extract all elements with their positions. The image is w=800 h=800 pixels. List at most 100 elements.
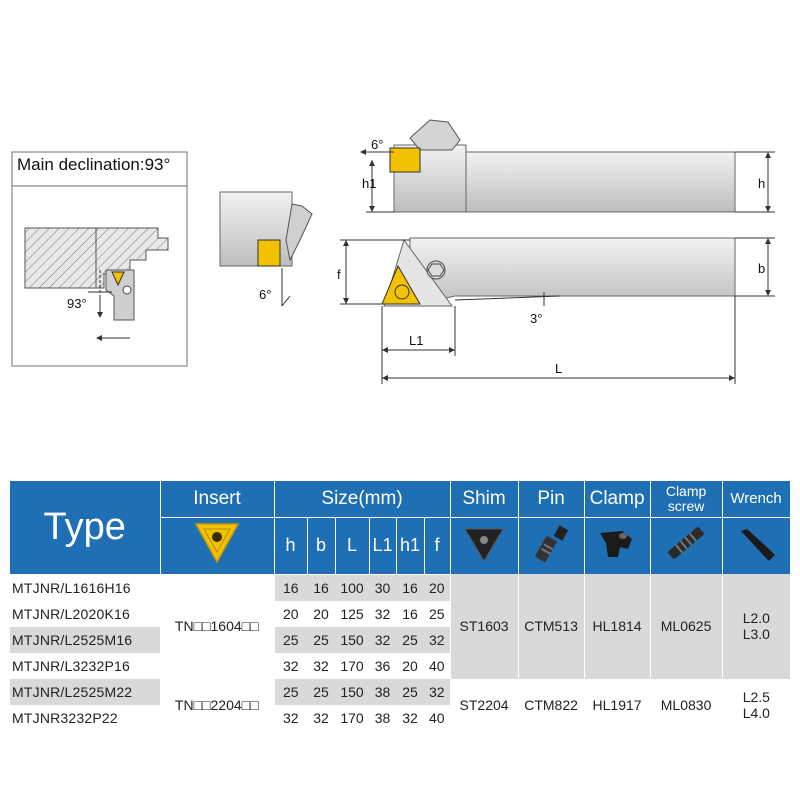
declination-label: Main declination:93° <box>17 155 171 174</box>
screw-cell-group1: ML0625 <box>650 574 723 679</box>
h-cell: 25 <box>273 626 307 653</box>
pin-cell-group1: CTM513 <box>518 574 585 679</box>
L1-cell: 38 <box>369 704 396 731</box>
f-cell: 25 <box>424 600 451 627</box>
table-row: MTJNR/L2525M16 25 25 150 32 25 32 <box>10 626 790 653</box>
shim-icon-cell <box>450 517 519 574</box>
table-row: MTJNR/L3232P16 32 32 170 36 20 40 <box>10 652 790 679</box>
panel-insert <box>111 271 125 287</box>
side-view-insert <box>257 239 281 267</box>
wrench-size-1: L2.5 <box>742 688 770 705</box>
clamp-screw-header-line1: Clamp <box>665 482 707 499</box>
insert-cell-group1: TN□□1604□□ <box>160 574 274 679</box>
b-cell: 16 <box>307 574 335 601</box>
insert-triangle-icon <box>194 523 240 564</box>
table-row: MTJNR3232P22 32 32 170 38 32 40 <box>10 704 790 731</box>
wrench-size-2: L3.0 <box>742 626 770 643</box>
dim-L-header: L <box>335 517 370 575</box>
L-cell: 150 <box>335 678 369 705</box>
angle-3-label: 3° <box>530 311 542 326</box>
b-cell: 32 <box>307 704 335 731</box>
clamp-screw-icon-cell <box>650 517 723 574</box>
clamp-icon <box>600 531 633 558</box>
h-cell: 25 <box>273 678 307 705</box>
spec-table: Type Insert Size(mm) Shim Pin Clamp Clam… <box>10 481 791 731</box>
L-cell: 125 <box>335 600 369 627</box>
hex-wrench-icon <box>741 529 776 562</box>
h1-cell: 25 <box>396 626 424 653</box>
type-cell: MTJNR/L1616H16 <box>10 574 160 601</box>
pin-cell-group2: CTM822 <box>518 678 585 731</box>
angle-6-side-label: 6° <box>259 287 271 302</box>
f-cell: 32 <box>424 626 451 653</box>
h1-cell: 16 <box>396 574 424 601</box>
L-cell: 170 <box>335 704 369 731</box>
dim-b-label: b <box>758 261 765 276</box>
b-cell: 32 <box>307 652 335 679</box>
type-cell: MTJNR/L2525M16 <box>10 626 160 653</box>
table-row: MTJNR/L2525M22 TN□□2204□□ 25 25 150 38 2… <box>10 678 791 731</box>
pin-header: Pin <box>518 481 585 518</box>
size-header: Size(mm) <box>274 481 451 518</box>
table-row: MTJNR/L1616H16 TN□□1604□□ 16 16 100 30 1… <box>10 574 791 679</box>
dim-b-header: b <box>307 517 336 575</box>
dim-L1-header: L1 <box>369 517 397 575</box>
top-view-insert <box>389 147 421 173</box>
h-cell: 16 <box>273 574 307 601</box>
type-cell: MTJNR/L2020K16 <box>10 600 160 627</box>
dim-f-label: f <box>337 267 341 282</box>
clamp-screw-header: Clamp screw <box>650 481 723 518</box>
f-cell: 40 <box>424 652 451 679</box>
drawing-svg: 93° 6° 6° h1 h <box>11 119 775 384</box>
dim-h-header: h <box>274 517 308 575</box>
shim-cell-group2: ST2204 <box>450 678 519 731</box>
wrench-size-1: L2.0 <box>742 610 770 627</box>
f-cell: 40 <box>424 704 451 731</box>
angle-6-top-label: 6° <box>371 137 383 152</box>
L-cell: 150 <box>335 626 369 653</box>
L1-cell: 36 <box>369 652 396 679</box>
clamp-cell-group1: HL1814 <box>584 574 651 679</box>
wrench-header: Wrench <box>722 481 791 518</box>
h1-cell: 16 <box>396 600 424 627</box>
type-header: Type <box>10 481 161 575</box>
b-cell: 25 <box>307 678 335 705</box>
b-cell: 20 <box>307 600 335 627</box>
type-cell: MTJNR/L3232P16 <box>10 652 160 679</box>
dim-h-label: h <box>758 176 765 191</box>
wrench-cell-group2: L2.5 L4.0 <box>722 678 791 731</box>
clamp-header: Clamp <box>584 481 651 518</box>
L1-cell: 32 <box>369 626 396 653</box>
screw-cell-group2: ML0830 <box>650 678 723 731</box>
dim-h1-label: h1 <box>362 176 376 191</box>
L-cell: 100 <box>335 574 369 601</box>
shim-icon <box>464 528 504 563</box>
L1-cell: 30 <box>369 574 396 601</box>
shim-header: Shim <box>450 481 519 518</box>
panel-tool <box>105 269 135 321</box>
h1-cell: 32 <box>396 704 424 731</box>
type-cell: MTJNR/L2525M22 <box>10 678 160 705</box>
header-row: Type Insert Size(mm) Shim Pin Clamp Clam… <box>10 481 791 575</box>
type-cell: MTJNR3232P22 <box>10 704 160 731</box>
h1-cell: 25 <box>396 678 424 705</box>
shim-cell-group1: ST1603 <box>450 574 519 679</box>
f-cell: 32 <box>424 678 451 705</box>
f-cell: 20 <box>424 574 451 601</box>
L-cell: 170 <box>335 652 369 679</box>
holder-shank-top <box>465 151 736 213</box>
h-cell: 32 <box>273 704 307 731</box>
clamp-screw-header-line2: screw <box>667 497 705 514</box>
pin-icon-cell <box>518 517 585 574</box>
wrench-icon-cell <box>722 517 791 574</box>
dim-L1-label: L1 <box>409 333 423 348</box>
clamp-cell-group2: HL1917 <box>584 678 651 731</box>
insert-icon-cell <box>160 517 275 574</box>
holder-front-view <box>409 237 736 307</box>
dim-h1-header: h1 <box>396 517 425 575</box>
subheader-row: h b L L1 h1 f <box>10 517 791 575</box>
insert-cell-group2: TN□□2204□□ <box>160 678 274 731</box>
technical-drawing: 93° 6° 6° h1 h <box>11 119 775 384</box>
table-row: MTJNR/L2020K16 20 20 125 32 16 25 <box>10 600 790 627</box>
L1-cell: 38 <box>369 678 396 705</box>
